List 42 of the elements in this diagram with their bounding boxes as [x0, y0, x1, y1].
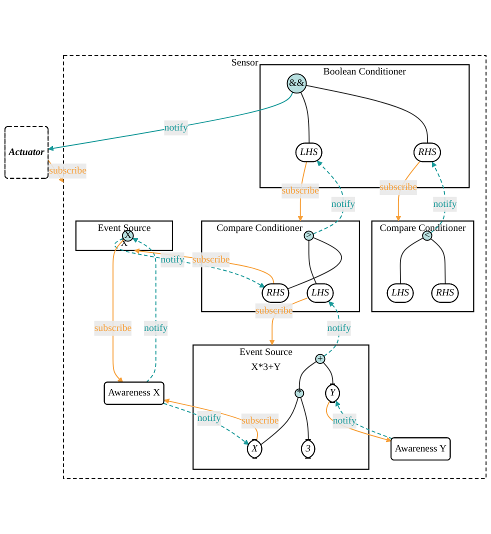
edge-label: subscribe: [192, 254, 230, 265]
edge-label: notify: [164, 122, 188, 133]
arrow: [48, 92, 294, 152]
connector: [300, 396, 309, 440]
edge-label: notify: [332, 416, 356, 426]
arrow: [430, 162, 446, 234]
connector: [287, 237, 342, 290]
connector: [430, 238, 446, 285]
arrow: [164, 398, 258, 440]
edge-label: subscribe: [380, 182, 418, 193]
connector: [300, 92, 310, 144]
connector: [322, 362, 334, 385]
node-circle: &&: [286, 74, 307, 94]
arrow: [312, 160, 344, 234]
edge-label: notify: [433, 198, 457, 210]
connector: [308, 240, 317, 285]
arrow: [114, 238, 266, 288]
arrow: [336, 400, 393, 440]
edge-label: notify: [144, 322, 168, 334]
edge-label: subscribe: [282, 185, 320, 196]
edge-label: subscribe: [49, 166, 87, 176]
connector: [298, 361, 317, 390]
node-circle: >: [304, 230, 314, 241]
arrow: [163, 402, 250, 445]
connector: [400, 237, 424, 285]
arrow: [112, 239, 125, 383]
arrow: [132, 238, 156, 383]
node-circle: +: [315, 354, 326, 364]
connector: [260, 396, 299, 446]
node-circle: *: [294, 388, 304, 398]
node-circle: <: [422, 230, 432, 241]
arrow: [326, 400, 392, 442]
connector: [306, 84, 428, 144]
arrow: [323, 301, 340, 357]
edge-label: subscribe: [94, 322, 132, 334]
edge-label: subscribe: [255, 305, 293, 316]
edge-label: notify: [160, 254, 184, 265]
edge-label: notify: [331, 198, 356, 210]
edge-label: notify: [327, 322, 351, 334]
edge-label: notify: [197, 412, 221, 424]
arrow: [134, 248, 274, 284]
edge-label: subscribe: [241, 416, 279, 426]
